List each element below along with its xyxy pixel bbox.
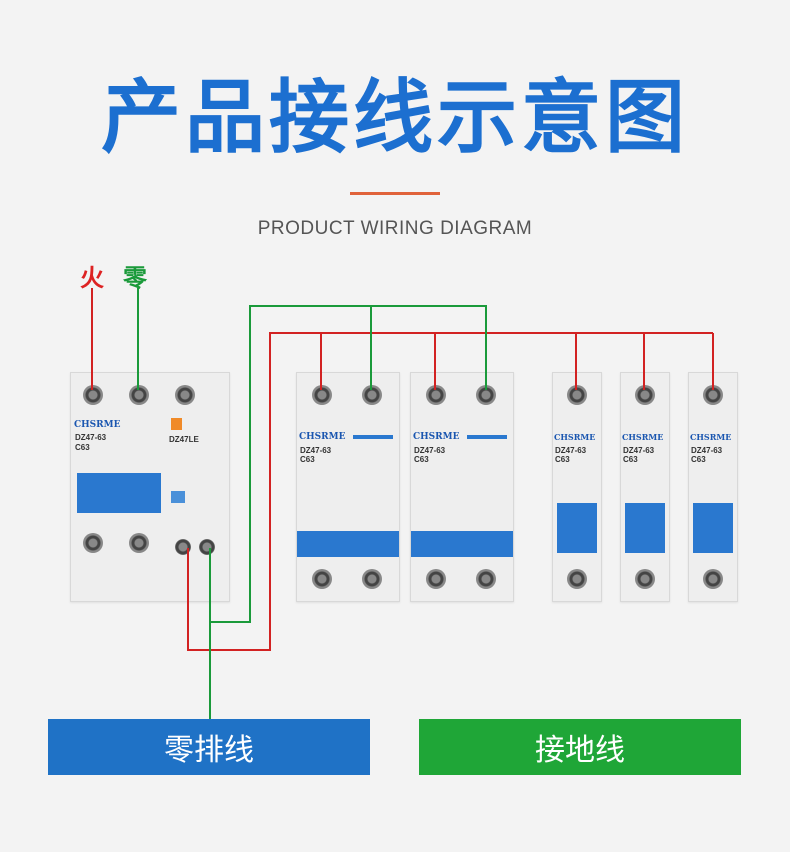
mcb-1p-3-rating: C63	[691, 455, 706, 464]
mcb-1p-2-terminal	[635, 385, 655, 405]
mcb-2p-1-out-2	[362, 569, 382, 589]
live-label: 火	[80, 264, 104, 292]
mcb-1p-1-brand: CHSRME	[554, 432, 596, 442]
rcbo-test-tag	[171, 418, 182, 430]
mcb-1p-2-brand: CHSRME	[622, 432, 664, 442]
mcb-1p-1-terminal	[567, 385, 587, 405]
mcb-1p-3-terminal	[703, 385, 723, 405]
rcbo-brand: CHSRME	[74, 420, 121, 430]
mcb-2p-1-brand: CHSRME	[299, 432, 346, 442]
rcbo-rating: C63	[75, 443, 90, 452]
mcb-2p-2-terminal-live	[426, 385, 446, 405]
mcb-2p-1-terminal-live	[312, 385, 332, 405]
mcb-1p-2-handle[interactable]	[625, 503, 665, 553]
mcb-2p-1-handle[interactable]	[297, 531, 399, 557]
rcbo-device: CHSRME DZ47-63 C63 DZ47LE	[70, 372, 230, 602]
rcbo-out-1	[83, 533, 103, 553]
mcb-2p-2: CHSRME DZ47-63 C63	[410, 372, 514, 602]
live-output-loop	[187, 332, 713, 651]
title-underline	[350, 192, 440, 195]
rcbo-handle[interactable]	[77, 473, 161, 513]
mcb-2p-2-rating: C63	[414, 455, 429, 464]
mcb-2p-1: CHSRME DZ47-63 C63	[296, 372, 400, 602]
rcbo-series: DZ47-63	[75, 433, 107, 442]
mcb-1p-3: CHSRME DZ47-63 C63	[688, 372, 738, 602]
mcb-2p-1-terminal-neutral	[362, 385, 382, 405]
mcb-2p-1-series: DZ47-63	[300, 446, 332, 455]
neutral-bar-box: 零排线	[48, 719, 370, 775]
mcb-1p-2: CHSRME DZ47-63 C63	[620, 372, 670, 602]
mcb-1p-1-out	[567, 569, 587, 589]
mcb-2p-1-out-1	[312, 569, 332, 589]
mcb-2p-2-series: DZ47-63	[414, 446, 446, 455]
mcb-1p-3-brand: CHSRME	[690, 432, 732, 442]
mcb-1p-2-out	[635, 569, 655, 589]
page-title: 产品接线示意图	[101, 71, 689, 164]
mcb-1p-1-rating: C63	[555, 455, 570, 464]
mcb-2p-1-band	[353, 435, 393, 439]
rcbo-out-2	[129, 533, 149, 553]
rcbo-test-button[interactable]	[171, 491, 185, 503]
mcb-2p-2-band	[467, 435, 507, 439]
rcbo-terminal-extra	[175, 385, 195, 405]
mcb-2p-2-terminal-neutral	[476, 385, 496, 405]
rcbo-terminal-live	[83, 385, 103, 405]
mcb-1p-3-handle[interactable]	[693, 503, 733, 553]
mcb-1p-2-series: DZ47-63	[623, 446, 655, 455]
mcb-2p-2-out-1	[426, 569, 446, 589]
mcb-1p-1-handle[interactable]	[557, 503, 597, 553]
rcbo-terminal-neutral	[129, 385, 149, 405]
mcb-1p-2-rating: C63	[623, 455, 638, 464]
page-subtitle: PRODUCT WIRING DIAGRAM	[257, 218, 533, 239]
ground-wire-box: 接地线	[419, 719, 741, 775]
rcbo-model: DZ47LE	[169, 435, 199, 444]
mcb-1p-1: CHSRME DZ47-63 C63	[552, 372, 602, 602]
mcb-1p-3-series: DZ47-63	[691, 446, 723, 455]
mcb-2p-2-out-2	[476, 569, 496, 589]
neutral-label: 零	[123, 264, 147, 292]
mcb-2p-1-rating: C63	[300, 455, 315, 464]
mcb-2p-2-brand: CHSRME	[413, 432, 460, 442]
mcb-2p-2-handle[interactable]	[411, 531, 513, 557]
mcb-1p-1-series: DZ47-63	[555, 446, 587, 455]
neutral-output-loop	[209, 305, 487, 623]
mcb-1p-3-out	[703, 569, 723, 589]
